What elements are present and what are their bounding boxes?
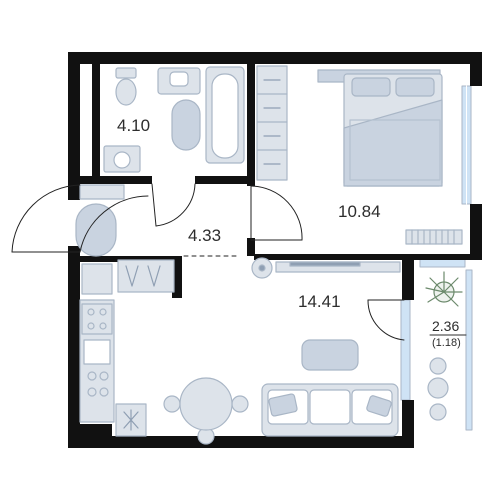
balcony-window-right <box>465 269 473 431</box>
washing-machine-icon <box>103 145 141 173</box>
bedroom-door <box>250 185 303 241</box>
hall-console <box>79 184 125 200</box>
balcony-chair <box>429 357 447 375</box>
kitchen-living-furniture <box>79 257 405 445</box>
hall-cabinet <box>81 263 113 295</box>
plant-icon <box>425 271 463 307</box>
balcony-chair <box>429 403 447 421</box>
balcony <box>425 271 467 421</box>
hall-rug <box>75 203 117 257</box>
bathroom-door <box>151 183 196 227</box>
bathtub-icon <box>205 66 245 164</box>
coffee-table <box>301 339 359 371</box>
area-label-balcony: 2.36 <box>432 318 460 334</box>
area-label-bedroom: 10.84 <box>338 202 381 221</box>
wardrobe-icon <box>256 65 288 181</box>
bath-mat <box>171 99 201 151</box>
tv <box>289 261 361 267</box>
stove-icon <box>81 303 113 335</box>
area-label-kitchen-living: 14.41 <box>298 292 341 311</box>
walls <box>68 52 482 448</box>
toilet-icon <box>115 67 137 106</box>
shoe-rack <box>117 259 175 293</box>
hallway <box>11 183 303 295</box>
area-label-bathroom: 4.10 <box>117 116 151 135</box>
sofa-icon <box>261 383 399 437</box>
balcony-door <box>367 299 405 341</box>
balcony-table <box>427 377 449 399</box>
sink-icon <box>157 67 201 95</box>
area-label-balcony-reduced: (1.18) <box>432 337 461 349</box>
door-swing-icon <box>11 184 149 253</box>
bed-icon <box>317 69 443 187</box>
area-label-hallway: 4.33 <box>188 226 222 245</box>
balcony-window-left <box>400 299 411 401</box>
radiator <box>405 229 463 245</box>
sink-icon <box>83 339 111 365</box>
kitchen-counter <box>79 299 115 423</box>
dining-table-icon <box>163 377 249 445</box>
bedroom-furniture <box>256 65 463 245</box>
bathroom-fixtures <box>103 66 245 173</box>
fridge-icon <box>115 403 147 437</box>
